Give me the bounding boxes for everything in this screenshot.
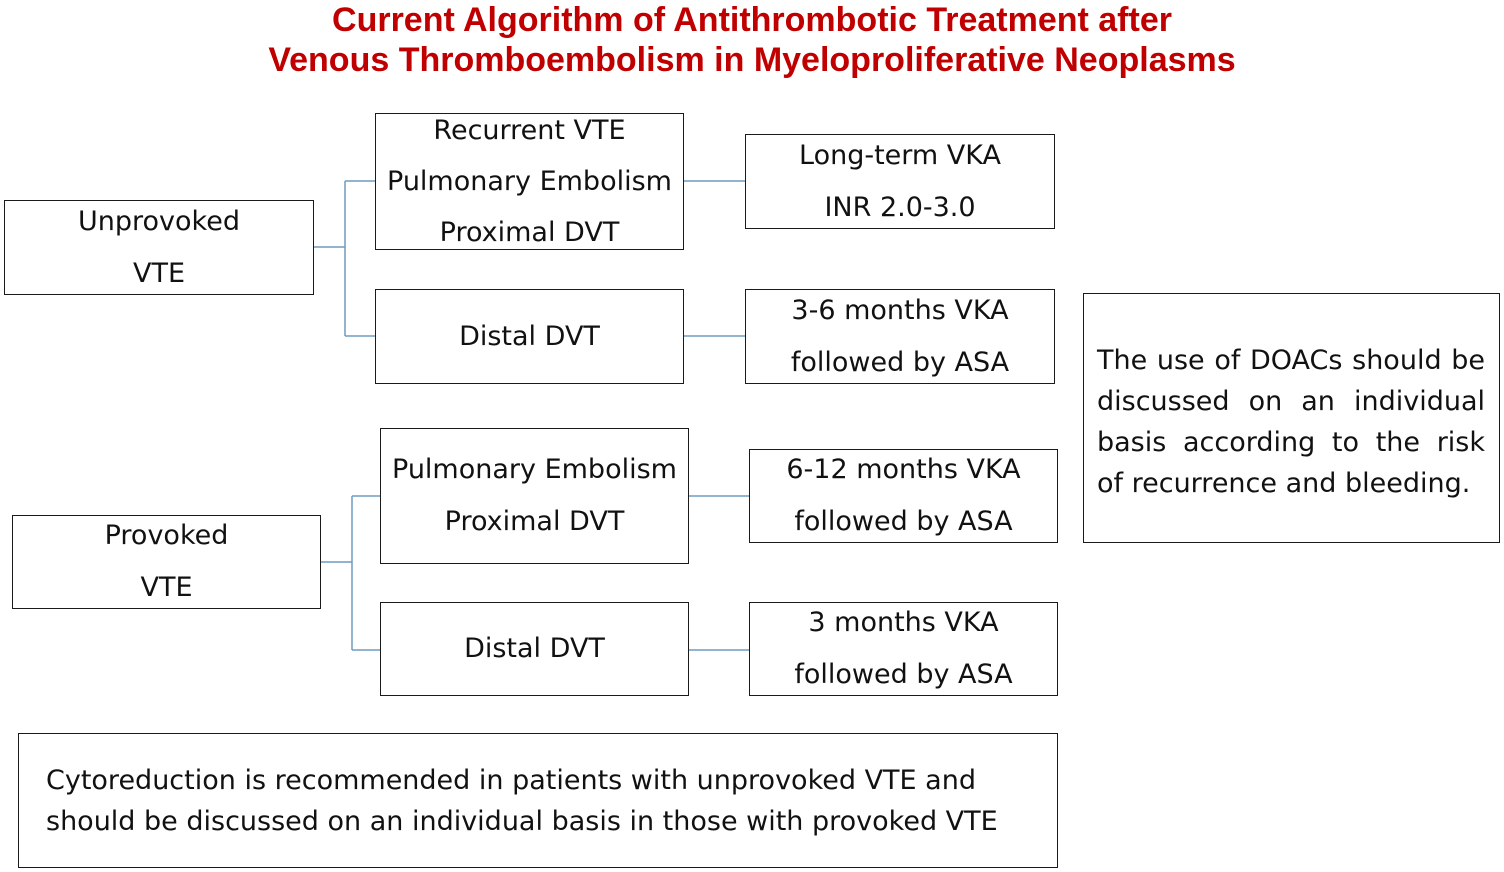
provoked-vte-box: Provoked VTE bbox=[12, 515, 321, 609]
unprovoked-branch-pe-line-1: Recurrent VTE bbox=[433, 115, 626, 146]
unprovoked-branch-distal-line-1: Distal DVT bbox=[459, 320, 600, 352]
unprovoked-treatment-longterm-line-1: Long-term VKA bbox=[799, 139, 1001, 171]
provoked-treatment-distal-box: 3 months VKA followed by ASA bbox=[749, 602, 1058, 696]
unprovoked-branch-distal-box: Distal DVT bbox=[375, 289, 684, 384]
cytoreduction-note-box: Cytoreduction is recommended in patients… bbox=[18, 733, 1058, 868]
diagram-title: Current Algorithm of Antithrombotic Trea… bbox=[0, 0, 1504, 80]
provoked-branch-distal-box: Distal DVT bbox=[380, 602, 689, 696]
unprovoked-branch-pe-line-2: Pulmonary Embolism bbox=[387, 166, 672, 197]
cytoreduction-note-line-1: Cytoreduction is recommended in patients… bbox=[46, 765, 976, 796]
unprovoked-vte-line-2: VTE bbox=[132, 257, 186, 289]
unprovoked-treatment-longterm-box: Long-term VKA INR 2.0-3.0 bbox=[745, 134, 1055, 229]
provoked-vte-line-1: Provoked bbox=[104, 520, 229, 551]
doacs-note-box: The use of DOACs should be discussed on … bbox=[1083, 293, 1500, 543]
unprovoked-treatment-longterm-line-2: INR 2.0-3.0 bbox=[824, 191, 976, 223]
provoked-treatment-pe-line-1: 6-12 months VKA bbox=[786, 454, 1021, 485]
unprovoked-treatment-distal-line-1: 3-6 months VKA bbox=[791, 294, 1009, 326]
provoked-branch-pe-line-1: Pulmonary Embolism bbox=[392, 454, 677, 485]
provoked-treatment-pe-box: 6-12 months VKA followed by ASA bbox=[749, 449, 1058, 543]
provoked-branch-pe-box: Pulmonary Embolism Proximal DVT bbox=[380, 428, 689, 564]
cytoreduction-note-line-2: should be discussed on an individual bas… bbox=[46, 806, 998, 837]
provoked-treatment-pe-line-2: followed by ASA bbox=[794, 506, 1013, 537]
unprovoked-vte-box: Unprovoked VTE bbox=[4, 200, 314, 295]
unprovoked-treatment-distal-line-2: followed by ASA bbox=[790, 346, 1010, 378]
unprovoked-treatment-distal-box: 3-6 months VKA followed by ASA bbox=[745, 289, 1055, 384]
unprovoked-branch-pe-line-3: Proximal DVT bbox=[439, 217, 620, 248]
title-line-1: Current Algorithm of Antithrombotic Trea… bbox=[332, 1, 1172, 39]
unprovoked-branch-pe-box: Recurrent VTE Pulmonary Embolism Proxima… bbox=[375, 113, 684, 250]
provoked-branch-distal-line-1: Distal DVT bbox=[464, 633, 605, 664]
provoked-treatment-distal-line-2: followed by ASA bbox=[794, 659, 1013, 690]
unprovoked-vte-line-1: Unprovoked bbox=[78, 205, 240, 237]
doacs-note-text: The use of DOACs should be discussed on … bbox=[1097, 345, 1485, 499]
title-line-2: Venous Thromboembolism in Myeloprolifera… bbox=[268, 41, 1236, 79]
provoked-vte-line-2: VTE bbox=[140, 572, 193, 603]
provoked-branch-pe-line-2: Proximal DVT bbox=[444, 506, 625, 537]
provoked-treatment-distal-line-1: 3 months VKA bbox=[808, 607, 999, 638]
